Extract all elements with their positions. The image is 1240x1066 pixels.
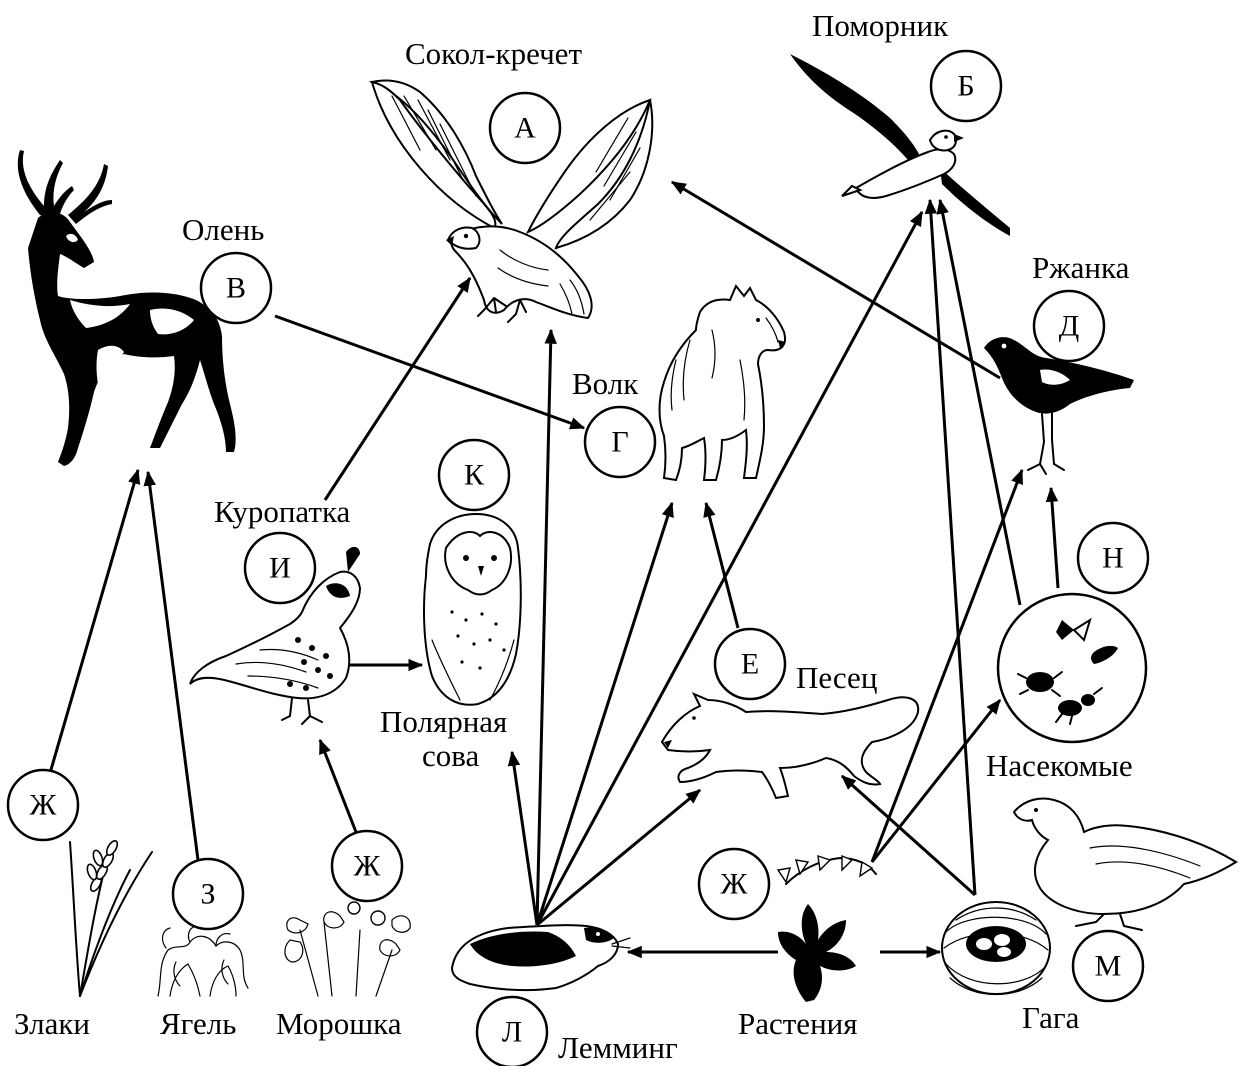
circle-cloudberry: Ж bbox=[332, 831, 402, 901]
label-skua: Поморник bbox=[812, 8, 949, 43]
svg-text:В: В bbox=[226, 272, 246, 305]
svg-text:И: И bbox=[269, 552, 291, 585]
circle-lichen: З bbox=[173, 859, 243, 929]
svg-text:Н: Н bbox=[1102, 542, 1124, 575]
label-arctic-fox: Песец bbox=[796, 660, 877, 695]
svg-text:Ж: Ж bbox=[721, 868, 748, 901]
circle-snowy-owl: К bbox=[439, 440, 509, 510]
label-ptarmigan: Куропатка bbox=[214, 494, 351, 529]
circle-skua: Б bbox=[931, 51, 1001, 121]
arrow-lemming-to-falcon bbox=[537, 330, 551, 925]
circle-wolf: Г bbox=[585, 407, 655, 477]
label-plants: Растения bbox=[738, 1006, 858, 1041]
arrow-eider-to-skua bbox=[930, 200, 975, 895]
grasses-illustration bbox=[70, 839, 152, 996]
arrow-lemming-to-owl bbox=[512, 752, 537, 925]
svg-text:Б: Б bbox=[957, 70, 974, 103]
deer-illustration bbox=[18, 150, 236, 466]
lemming-illustration bbox=[452, 925, 630, 990]
svg-text:Л: Л bbox=[502, 1016, 522, 1049]
eider-illustration bbox=[1014, 799, 1236, 931]
cloudberry-illustration bbox=[285, 902, 410, 996]
plants-illustration bbox=[778, 856, 876, 1002]
nest-illustration bbox=[942, 902, 1050, 995]
label-wolf: Волк bbox=[572, 366, 639, 401]
circle-plants: Ж bbox=[699, 849, 769, 919]
arrow-cloudberry-to-ptarmigan bbox=[320, 740, 356, 832]
arrow-grasses-to-deer bbox=[48, 470, 138, 780]
wolf-illustration bbox=[660, 286, 787, 480]
label-insects: Насекомые bbox=[986, 748, 1133, 783]
svg-text:К: К bbox=[464, 459, 485, 492]
snowy-owl-illustration bbox=[424, 514, 521, 705]
lichen-illustration bbox=[158, 926, 248, 996]
circle-insects: Н bbox=[1078, 523, 1148, 593]
arrow-eider-to-fox bbox=[842, 776, 975, 895]
label-snowy-owl-line1: Полярная bbox=[380, 704, 507, 739]
circle-ptarmigan: И bbox=[245, 533, 315, 603]
label-lemming: Лемминг bbox=[558, 1030, 678, 1065]
circle-plover: Д bbox=[1034, 291, 1104, 361]
svg-text:Е: Е bbox=[741, 648, 759, 681]
circle-eider: М bbox=[1073, 931, 1143, 1001]
label-deer: Олень bbox=[182, 212, 264, 247]
arrow-deer-to-wolf bbox=[275, 316, 584, 428]
label-lichen: Ягель bbox=[160, 1006, 236, 1041]
insects-illustration bbox=[998, 594, 1146, 742]
circle-arctic-fox: Е bbox=[715, 629, 785, 699]
circle-deer: В bbox=[201, 253, 271, 323]
arrow-lichen-to-deer bbox=[148, 472, 198, 860]
svg-text:М: М bbox=[1095, 950, 1122, 983]
circle-grasses: Ж bbox=[8, 770, 78, 840]
circle-lemming: Л bbox=[477, 997, 547, 1066]
arrow-insects-to-plover bbox=[1051, 488, 1058, 588]
label-eider: Гага bbox=[1022, 1000, 1080, 1035]
arrow-fox-to-wolf bbox=[706, 503, 738, 628]
svg-text:Г: Г bbox=[611, 426, 628, 459]
circle-gyrfalcon: А bbox=[490, 93, 560, 163]
svg-text:А: А bbox=[514, 112, 536, 145]
label-snowy-owl-line2: сова bbox=[422, 738, 479, 773]
svg-text:Ж: Ж bbox=[30, 789, 57, 822]
svg-text:Ж: Ж bbox=[354, 850, 381, 883]
svg-text:Д: Д bbox=[1059, 310, 1079, 343]
arctic-fox-illustration bbox=[662, 694, 918, 798]
svg-text:З: З bbox=[200, 878, 215, 911]
label-cloudberry: Морошка bbox=[276, 1006, 402, 1041]
arrow-lemming-to-fox bbox=[537, 790, 700, 925]
label-plover: Ржанка bbox=[1032, 250, 1130, 285]
label-grasses: Злаки bbox=[14, 1006, 90, 1041]
label-gyrfalcon: Сокол-кречет bbox=[405, 36, 582, 71]
